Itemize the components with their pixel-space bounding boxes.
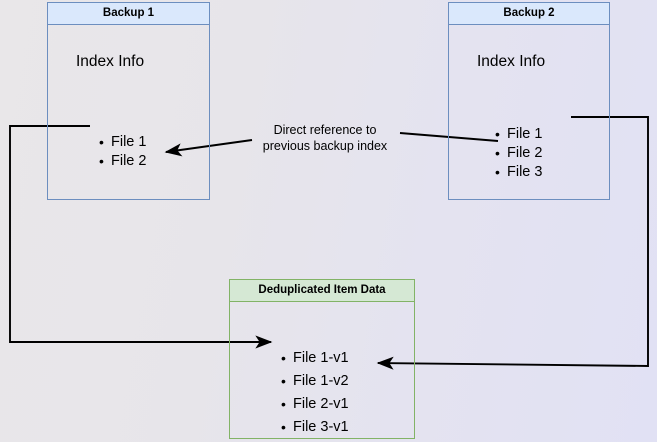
backup-2-file-list: File 1 File 2 File 3 xyxy=(489,125,543,182)
node-deduplicated-item-data-body: File 1-v1 File 1-v2 File 2-v1 File 3-v1 xyxy=(230,302,414,439)
edge-label-line-1: Direct reference to xyxy=(273,123,377,137)
list-item: File 2 xyxy=(99,152,147,171)
node-backup-2[interactable]: Backup 2 Index Info File 1 File 2 File 3 xyxy=(448,2,610,200)
node-backup-2-body: Index Info File 1 File 2 File 3 xyxy=(449,25,609,199)
node-backup-1-header: Backup 1 xyxy=(48,3,209,25)
edge-label-line-2: previous backup index xyxy=(262,139,388,153)
edge-label-direct-reference: Direct reference to previous backup inde… xyxy=(249,122,401,154)
list-item: File 2 xyxy=(495,144,543,163)
list-item: File 1-v1 xyxy=(281,347,349,370)
list-item: File 1 xyxy=(495,125,543,144)
node-backup-1[interactable]: Backup 1 Index Info File 1 File 2 xyxy=(47,2,210,200)
list-item: File 1-v2 xyxy=(281,370,349,393)
node-backup-1-body: Index Info File 1 File 2 xyxy=(48,25,209,199)
list-item: File 1 xyxy=(99,133,147,152)
list-item: File 3 xyxy=(495,163,543,182)
backup-2-index-info-label: Index Info xyxy=(477,53,546,70)
node-backup-2-header: Backup 2 xyxy=(449,3,609,25)
backup-1-file-list: File 1 File 2 xyxy=(93,133,147,171)
node-deduplicated-item-data[interactable]: Deduplicated Item Data File 1-v1 File 1-… xyxy=(229,279,415,439)
list-item: File 3-v1 xyxy=(281,416,349,439)
deduplicated-file-list: File 1-v1 File 1-v2 File 2-v1 File 3-v1 xyxy=(275,347,349,439)
list-item: File 2-v1 xyxy=(281,393,349,416)
node-deduplicated-item-data-header: Deduplicated Item Data xyxy=(230,280,414,302)
backup-1-index-info-label: Index Info xyxy=(76,53,145,70)
